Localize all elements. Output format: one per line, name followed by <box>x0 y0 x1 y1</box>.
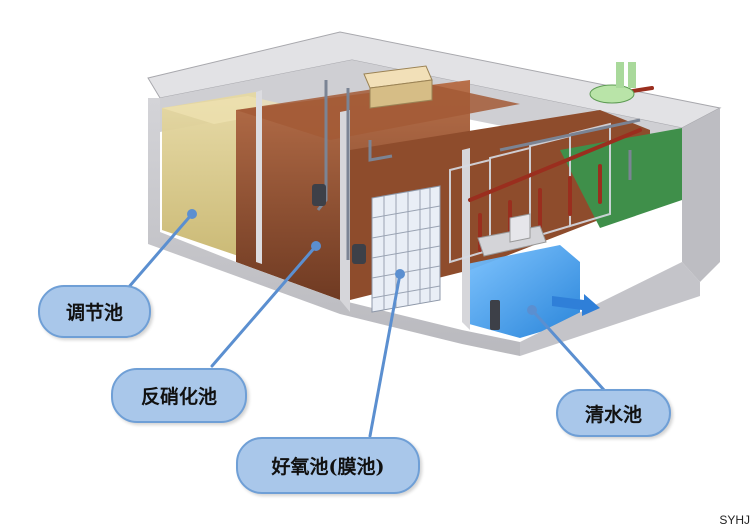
tank-back-wall <box>160 60 682 162</box>
credit-text: SYHJ <box>719 513 750 527</box>
submersible-pumps <box>312 184 500 330</box>
membrane-module <box>371 185 441 313</box>
label-aerobic-tank: 好氧池(膜池) <box>236 437 420 494</box>
label-clear-water-tank: 清水池 <box>556 389 671 437</box>
label-regulating-tank: 调节池 <box>38 285 151 338</box>
discharge-arrow-icon <box>552 294 600 316</box>
blower-box <box>363 65 433 109</box>
grey-pipes <box>316 80 641 260</box>
label-denitrification-tank: 反硝化池 <box>111 368 247 423</box>
leader-line-denitrification <box>210 244 318 368</box>
leader-line-clear-water <box>530 308 606 392</box>
partition-wall-3 <box>462 148 470 330</box>
tank-front-right-wall <box>520 262 700 356</box>
denitrification-tank-surface <box>236 82 520 140</box>
leader-line-aerobic <box>368 272 402 438</box>
leader-points <box>187 209 537 315</box>
tank-right-side <box>682 108 720 282</box>
leader-line-regulating <box>126 212 194 290</box>
tank-front-wall <box>148 98 520 356</box>
partition-wall-1 <box>256 90 262 264</box>
leader-lines <box>126 212 606 438</box>
grass-area <box>560 128 682 228</box>
clear-water-platform <box>477 213 547 257</box>
green-storage-tanks <box>589 62 636 104</box>
regulating-tank-surface <box>162 96 300 124</box>
